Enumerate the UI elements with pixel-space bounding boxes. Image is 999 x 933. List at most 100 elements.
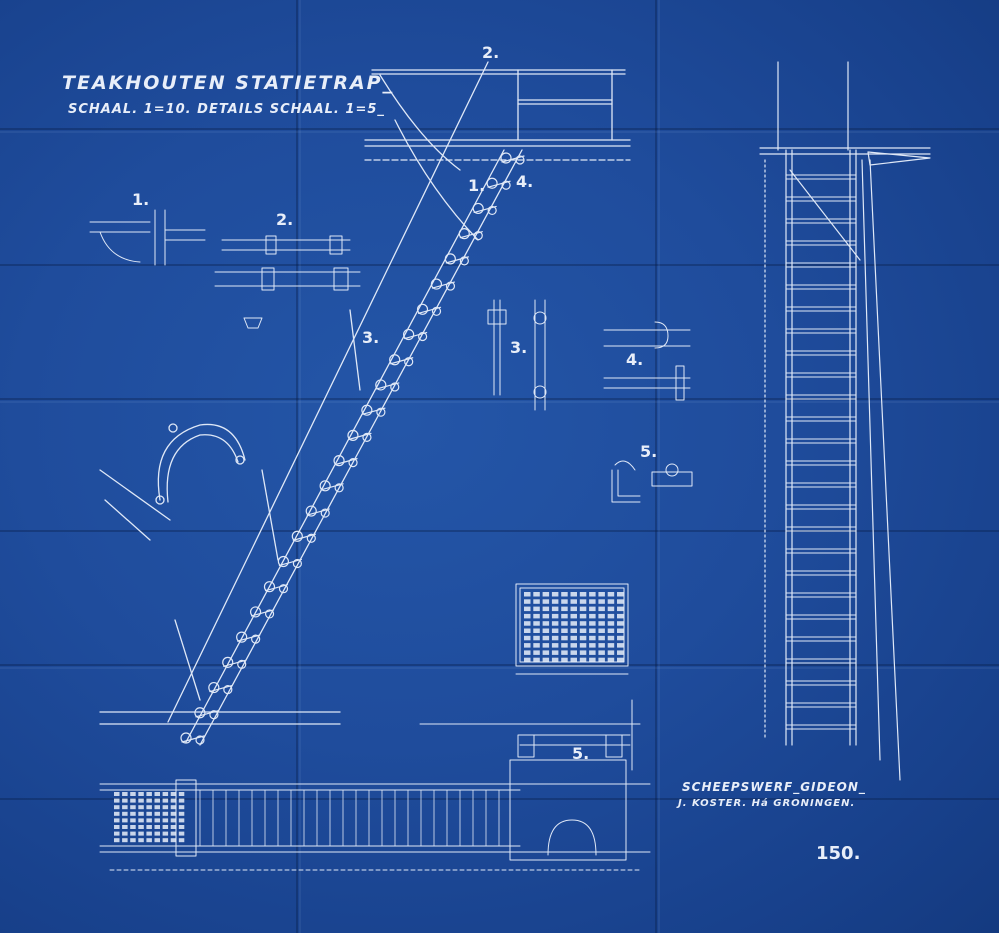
detail-label-4-ladder: 4.	[626, 350, 644, 369]
tread-bolt	[375, 379, 387, 391]
detail-label-2: 2.	[276, 210, 294, 229]
grating-cell	[533, 606, 540, 612]
grating-cell	[542, 592, 550, 597]
grating-cell	[533, 613, 540, 619]
grating-cell	[561, 613, 568, 619]
grating-cell	[551, 613, 559, 619]
tread	[404, 331, 428, 340]
grating-cell	[138, 818, 144, 823]
inclined-ladder	[99, 61, 631, 746]
grating-cell	[524, 592, 531, 597]
grating-cell	[162, 798, 169, 803]
tread	[487, 180, 511, 188]
detail-label-5b: 5.	[572, 744, 590, 763]
tread-bolt	[222, 656, 234, 668]
fold-line	[0, 398, 999, 400]
tread-bolt	[472, 202, 484, 215]
tread-bolt	[195, 735, 205, 745]
grating-cell	[154, 818, 160, 823]
tread	[181, 735, 205, 743]
tread	[431, 281, 456, 289]
grating-cell	[570, 650, 577, 655]
grating-cell	[579, 606, 587, 612]
grating-cell	[138, 792, 144, 796]
grating-cell	[170, 798, 177, 803]
grating-cell	[178, 838, 185, 843]
grating-cell	[579, 628, 587, 633]
tread-bolt	[486, 177, 498, 189]
tread-bolt	[263, 581, 276, 593]
grating-cell	[130, 825, 136, 829]
grating-cell	[524, 613, 531, 619]
grating-cell	[561, 599, 568, 604]
grating-cell	[122, 838, 128, 843]
vertical-ladder-rungs	[785, 174, 857, 730]
grating-cell	[178, 825, 185, 829]
fold-highlight	[0, 131, 999, 133]
grating-cell	[154, 805, 160, 810]
detail-label-1-ladder: 1.	[468, 176, 486, 195]
grating-cell	[178, 831, 185, 836]
grating-cell	[533, 599, 540, 604]
grating-cell	[579, 657, 587, 663]
grating-cell	[138, 811, 144, 816]
grating-cell	[130, 831, 136, 836]
grating-cell	[130, 811, 136, 816]
ladder-treads	[180, 152, 525, 745]
detail-label-3b: 3.	[510, 338, 528, 357]
grating-cell	[154, 811, 160, 816]
tread-bolt	[305, 505, 317, 517]
tread-bolt	[501, 180, 511, 190]
tread-bolt	[292, 558, 302, 569]
grating-cell	[607, 621, 615, 626]
grating-cell	[551, 628, 559, 633]
grating-cell	[533, 657, 540, 663]
tread	[348, 432, 372, 440]
grating-cell	[122, 792, 128, 796]
tread-bolt	[277, 555, 289, 568]
grating-cell	[617, 599, 624, 604]
grating-cell	[561, 628, 568, 633]
grating-cell	[570, 606, 577, 612]
tread-bolt	[390, 382, 400, 392]
fold-line	[0, 664, 999, 666]
grating-cell	[579, 621, 587, 626]
tread-bolt	[416, 303, 429, 315]
grating-cell	[130, 792, 136, 796]
grating-cell	[607, 599, 615, 604]
drawing-title: TEAKHOUTEN STATIETRAP_	[62, 72, 395, 94]
tread	[417, 306, 442, 314]
grating-cell	[607, 650, 615, 655]
tread-bolt	[180, 732, 192, 744]
grating-cell	[570, 635, 577, 641]
grating-cell	[579, 613, 587, 619]
grating-cell	[579, 592, 587, 597]
grating-cell	[146, 825, 152, 829]
detail-3-drawing	[487, 299, 547, 411]
grating-cell	[524, 635, 531, 641]
grating-cell	[114, 811, 120, 816]
grating-cell	[162, 818, 169, 823]
grating-cell	[524, 650, 531, 655]
grating-cell	[170, 838, 177, 843]
grating-cell	[607, 592, 615, 597]
lower-plan-slats	[199, 789, 500, 847]
grating-cell	[122, 818, 128, 823]
tread-bolt	[458, 228, 470, 240]
tread-bolt	[430, 278, 443, 290]
grating-cell	[146, 811, 152, 816]
grating-cell	[162, 805, 169, 810]
grating-cell	[178, 798, 185, 803]
grating-cell	[130, 798, 136, 803]
grating-cell	[570, 621, 577, 626]
grating-cell	[524, 621, 531, 626]
detail-label-5: 5.	[640, 442, 658, 461]
grating-cell	[551, 592, 559, 597]
grating-cell	[524, 606, 531, 612]
grating-cell	[130, 838, 136, 843]
grating-cell	[178, 792, 185, 796]
tread	[209, 684, 233, 693]
grating-cell	[579, 650, 587, 655]
